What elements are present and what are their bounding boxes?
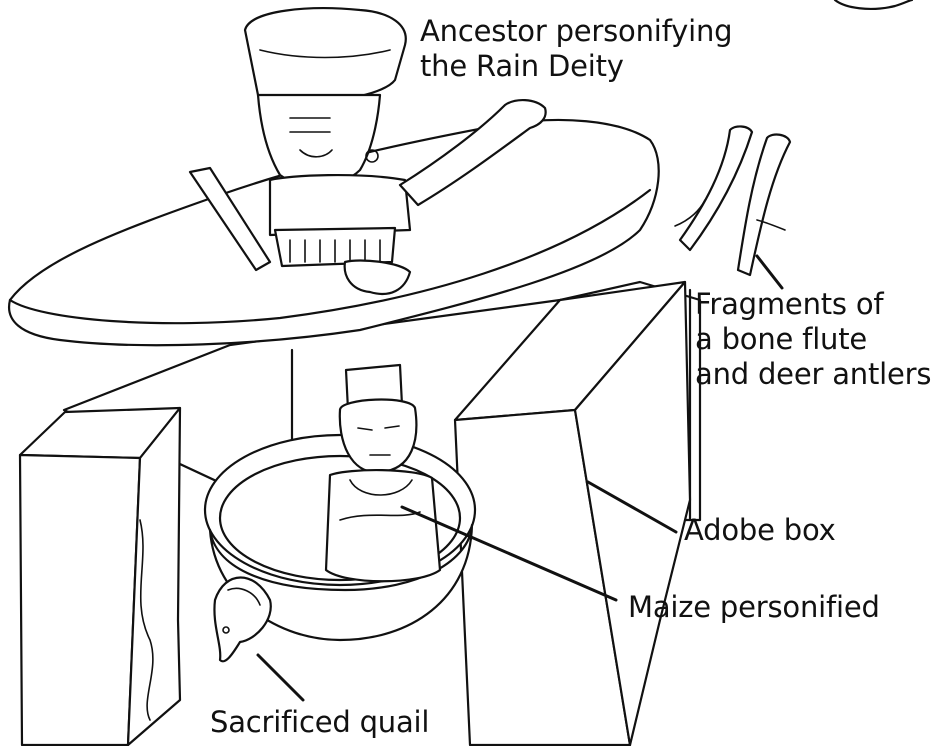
label-fragments: Fragments of a bone flute and deer antle… [695,287,931,392]
adobe-box-left-block [20,408,180,745]
label-fragments-line3: and deer antlers [695,357,931,392]
label-ancestor: Ancestor personifying the Rain Deity [420,14,732,84]
label-maize: Maize personified [628,590,880,625]
label-ancestor-line2: the Rain Deity [420,49,732,84]
leader-quail [258,655,303,700]
label-fragments-line1: Fragments of [695,287,931,322]
bone-fragments [675,126,790,275]
label-fragments-line2: a bone flute [695,322,931,357]
leader-fragments [757,256,782,288]
quail [214,578,270,662]
label-ancestor-line1: Ancestor personifying [420,14,732,49]
bubble-fragment [835,0,912,9]
label-adobe-box: Adobe box [684,513,836,548]
label-quail: Sacrificed quail [210,705,429,740]
